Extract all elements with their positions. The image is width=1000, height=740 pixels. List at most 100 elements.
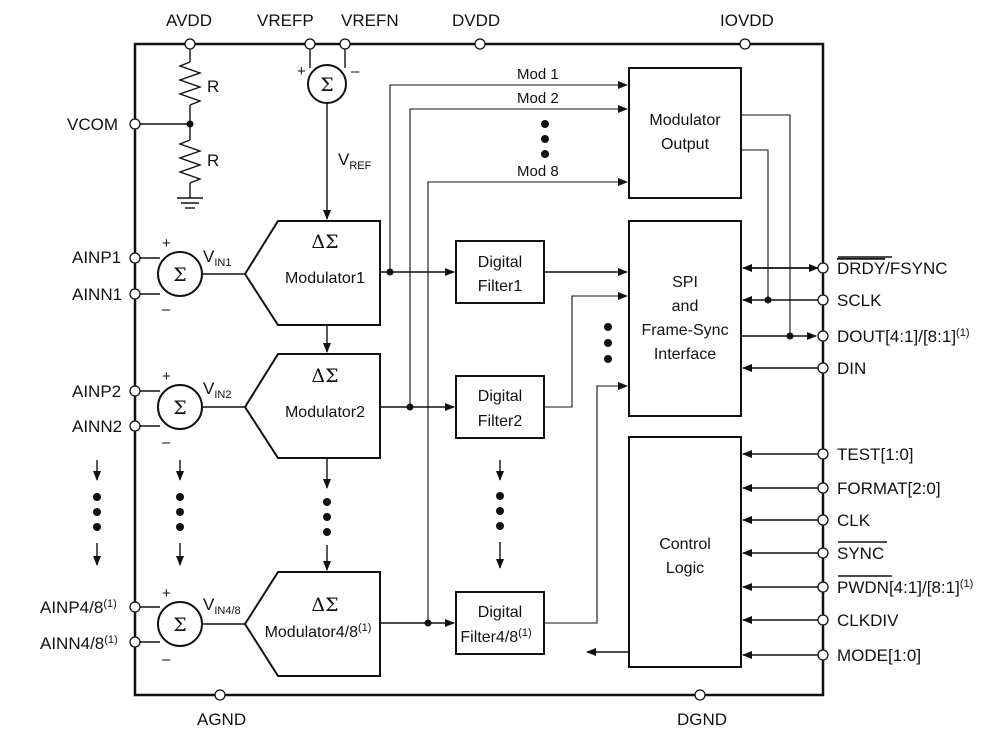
resistor-icon	[177, 61, 203, 106]
svg-text:ΔΣ: ΔΣ	[311, 231, 338, 253]
pin-label-drdy-fsync: DRDY/FSYNC	[837, 259, 948, 278]
modulator-1: ΔΣ Modulator1	[243, 220, 381, 326]
pin-label-sclk: SCLK	[837, 291, 882, 310]
svg-text:–: –	[162, 301, 171, 318]
control-logic-block: Control Logic	[628, 436, 742, 668]
svg-text:+: +	[297, 63, 306, 80]
pin-din	[817, 362, 829, 374]
digital-filter-1: Digital Filter1	[455, 240, 545, 304]
svg-text:Digital: Digital	[478, 388, 522, 405]
pin-drdy	[817, 262, 829, 274]
modulator-n: ΔΣ Modulator4/8(1)	[243, 571, 381, 677]
resistor-divider: R R VCOM	[67, 49, 219, 209]
modulator-1-label: Modulator1	[285, 270, 365, 287]
pin-agnd	[214, 689, 226, 701]
digital-filter-2: Digital Filter2	[455, 375, 545, 439]
pin-format	[817, 482, 829, 494]
pin-iovdd	[739, 38, 751, 50]
pin-dgnd	[694, 689, 706, 701]
input-channel-1: AINP1 AINN1 Σ + – VIN1	[72, 235, 245, 318]
vin3-label: VIN4/8	[203, 595, 241, 617]
svg-text:–: –	[162, 434, 171, 451]
pin-label-sync: SYNC	[837, 544, 884, 563]
svg-text:–: –	[162, 651, 171, 668]
pin-sclk	[817, 294, 829, 306]
svg-text:ΔΣ: ΔΣ	[311, 594, 338, 616]
pin-vrefp	[304, 38, 316, 50]
resistor-label: R	[207, 77, 219, 96]
resistor-label: R	[207, 151, 219, 170]
mod2-label: Mod 2	[517, 90, 559, 107]
pin-pwdn	[817, 581, 829, 593]
input-channel-2: AINP2 AINN2 Σ + – VIN2	[72, 368, 245, 451]
modulator-2: ΔΣ Modulator2	[243, 353, 381, 459]
spi-interface-block: SPI and Frame-Sync Interface	[628, 220, 742, 417]
pin-label-mode: MODE[1:0]	[837, 646, 921, 665]
svg-text:Control: Control	[659, 536, 711, 553]
sum-icon: Σ	[173, 264, 186, 286]
pin-label-dout: DOUT[4:1]/[8:1](1)	[837, 327, 970, 346]
resistor-icon	[177, 139, 203, 184]
vin1-label: VIN1	[203, 247, 231, 269]
svg-text:+: +	[162, 235, 171, 252]
pin-label-clk: CLK	[837, 511, 871, 530]
pin-label-din: DIN	[837, 359, 866, 378]
svg-text:and: and	[672, 298, 699, 315]
pin-label-iovdd: IOVDD	[720, 11, 774, 30]
modulator-n-label: Modulator4/8(1)	[265, 622, 372, 641]
pin-label-avdd: AVDD	[166, 11, 212, 30]
pin-label-dgnd: DGND	[677, 710, 727, 729]
pin-avdd	[184, 38, 196, 50]
vref-label: VREF	[338, 150, 372, 172]
modulator-2-label: Modulator2	[285, 404, 365, 421]
modulator-output-block: Modulator Output	[628, 67, 742, 199]
pin-label-ainn1: AINN1	[72, 285, 122, 304]
pin-label-pwdn: PWDN[4:1]/[8:1](1)	[837, 578, 973, 597]
svg-text:+: +	[162, 585, 171, 602]
vin2-label: VIN2	[203, 379, 231, 401]
input-channel-n: AINP4/8(1) AINN4/8(1) Σ + – VIN4/8	[40, 585, 245, 668]
pin-dvdd	[474, 38, 486, 50]
pin-clkdiv	[817, 614, 829, 626]
pin-label-ainn2: AINN2	[72, 417, 122, 436]
pin-test	[817, 448, 829, 460]
pin-label-ainn48: AINN4/8(1)	[40, 634, 118, 653]
svg-text:Interface: Interface	[654, 346, 716, 363]
svg-text:Filter2: Filter2	[478, 413, 523, 430]
svg-text:SPI: SPI	[672, 274, 698, 291]
sum-icon: Σ	[173, 397, 186, 419]
svg-text:+: +	[162, 368, 171, 385]
svg-text:Frame-Sync: Frame-Sync	[641, 322, 728, 339]
channel-ellipsis	[93, 460, 184, 566]
svg-text:ΔΣ: ΔΣ	[311, 365, 338, 387]
digital-filter-n: Digital Filter4/8(1)	[455, 591, 545, 655]
svg-text:Digital: Digital	[478, 254, 522, 271]
pin-vcom	[129, 118, 141, 130]
svg-text:Logic: Logic	[666, 560, 704, 577]
pin-label-test: TEST[1:0]	[837, 445, 914, 464]
bottom-pins: AGND DGND	[197, 689, 727, 729]
mod1-label: Mod 1	[517, 66, 559, 83]
svg-text:–: –	[351, 63, 360, 80]
svg-text:Output: Output	[661, 136, 710, 153]
pin-label-dvdd: DVDD	[452, 11, 500, 30]
right-pins: DRDY/FSYNC SCLK DOUT[4:1]/[8:1](1) DIN T…	[817, 256, 973, 665]
pin-label-ainp1: AINP1	[72, 248, 121, 267]
pin-label-agnd: AGND	[197, 710, 246, 729]
sum-icon: Σ	[320, 74, 333, 96]
pin-vrefn	[339, 38, 351, 50]
sum-icon: Σ	[173, 614, 186, 636]
pin-label-ainp48: AINP4/8(1)	[40, 598, 117, 617]
pin-label-vrefn: VREFN	[341, 11, 399, 30]
pin-mode	[817, 649, 829, 661]
pin-label-vrefp: VREFP	[257, 11, 314, 30]
mod8-label: Mod 8	[517, 163, 559, 180]
svg-text:Digital: Digital	[478, 604, 522, 621]
pin-dout	[817, 330, 829, 342]
svg-text:Modulator: Modulator	[649, 112, 721, 129]
pin-label-format: FORMAT[2:0]	[837, 479, 941, 498]
pin-label-ainp2: AINP2	[72, 382, 121, 401]
svg-text:Filter1: Filter1	[478, 278, 523, 295]
pin-label-clkdiv: CLKDIV	[837, 611, 899, 630]
